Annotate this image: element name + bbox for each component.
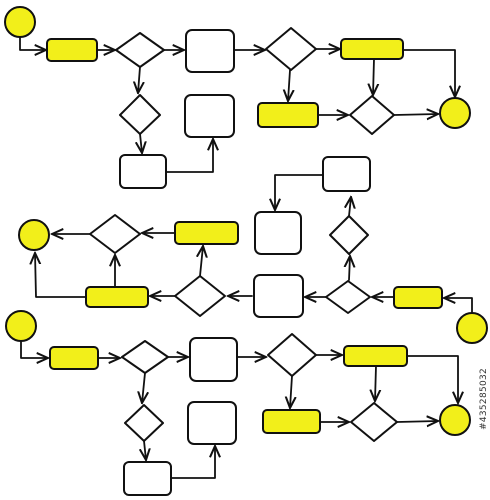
flow-arrow	[19, 36, 46, 50]
decision-diamond	[325, 280, 371, 314]
end-node-circle	[439, 97, 471, 129]
decision-diamond	[174, 275, 226, 317]
process-box	[254, 211, 302, 255]
stock-watermark: #435285032	[479, 130, 489, 430]
start-node-circle	[5, 310, 37, 342]
flow-arrow	[288, 69, 290, 101]
flow-arrow	[393, 114, 438, 115]
flow-arrow	[349, 256, 350, 281]
decision-diamond	[350, 402, 398, 442]
process-box	[253, 274, 304, 318]
flow-arrow	[406, 355, 458, 403]
flow-arrow	[290, 375, 292, 408]
flow-block-bottom	[5, 310, 471, 496]
decision-diamond	[349, 95, 395, 135]
process-box	[185, 29, 235, 73]
flow-arrow	[165, 139, 213, 173]
flow-block-middle	[18, 156, 488, 344]
flow-arrow	[373, 58, 374, 95]
decision-diamond	[115, 32, 165, 68]
process-box-highlighted	[343, 345, 408, 367]
flow-arrow	[349, 197, 351, 217]
flow-arrow	[140, 133, 142, 153]
flow-arrow	[142, 372, 145, 403]
process-box-highlighted	[262, 409, 321, 434]
flow-block-top	[4, 6, 471, 189]
decision-diamond	[121, 340, 169, 374]
end-node-circle	[18, 219, 50, 251]
flow-arrow	[375, 365, 376, 401]
flow-arrow	[444, 298, 473, 314]
process-box-highlighted	[49, 346, 99, 370]
flow-arrow	[20, 340, 48, 358]
process-box	[189, 337, 238, 382]
process-box-highlighted	[393, 286, 443, 309]
decision-diamond	[267, 333, 317, 377]
process-box-highlighted	[174, 221, 239, 245]
end-node-circle	[439, 404, 471, 436]
decision-diamond	[119, 94, 161, 135]
flow-arrow	[200, 246, 203, 277]
process-box	[322, 156, 371, 192]
flow-arrow	[35, 253, 87, 298]
decision-diamond	[124, 404, 164, 442]
flow-arrow	[170, 446, 215, 479]
decision-diamond	[265, 27, 317, 71]
flow-arrow	[144, 440, 146, 460]
process-box	[123, 461, 172, 496]
start-node-circle	[4, 6, 36, 38]
process-box-highlighted	[340, 38, 404, 60]
decision-diamond	[89, 214, 141, 254]
flow-arrow	[402, 49, 455, 97]
flow-arrow	[138, 66, 140, 93]
process-box-highlighted	[257, 102, 319, 128]
flow-arrow	[275, 174, 324, 210]
process-box-highlighted	[46, 38, 98, 62]
watermark-id-text: #435285032	[479, 367, 489, 430]
process-box	[119, 154, 167, 189]
flow-arrow	[396, 421, 438, 422]
process-box	[187, 401, 237, 445]
process-box	[184, 94, 235, 138]
decision-diamond	[329, 215, 369, 255]
process-box-highlighted	[85, 286, 149, 308]
